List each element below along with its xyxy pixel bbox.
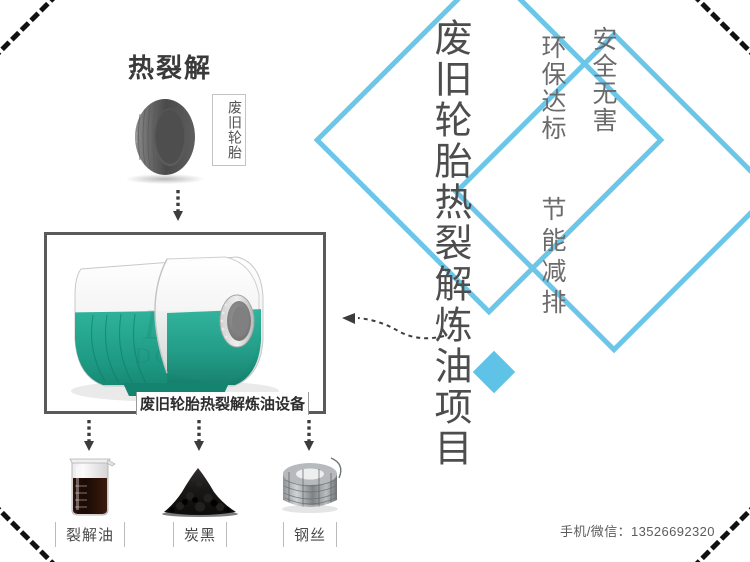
tire-shadow [126, 174, 204, 184]
diamond-solid-accent [472, 350, 516, 394]
input-label-waste-tire: 废旧轮胎 [212, 94, 246, 166]
output-item-steel-wire: 钢丝 [262, 452, 358, 547]
contact-phone: 手机/微信：13526692320 [560, 524, 715, 539]
output-label-carbon-black: 炭黑 [172, 522, 227, 547]
equipment-illustration-box: D DOING [44, 232, 326, 414]
dashed-down-arrow-icon [304, 420, 314, 451]
dashed-down-arrow-icon [84, 420, 94, 451]
slogan-safety: 安全无害 [589, 26, 617, 134]
tire-icon [120, 98, 210, 184]
dashed-down-arrow-icon [173, 190, 183, 221]
steel-wire-icon [262, 452, 358, 518]
page-title: 废旧轮胎热裂解炼油项目 [428, 18, 470, 469]
corner-dash-top-right [690, 0, 750, 61]
output-label-steel-wire: 钢丝 [282, 522, 337, 547]
beaker-image [69, 458, 116, 516]
beaker-of-oil-icon [42, 452, 138, 518]
pyrolysis-reactor-image: D DOING [71, 256, 279, 402]
slogan-energy-saving: 节能减排 [538, 196, 566, 320]
slogan-eco: 环保达标 [538, 34, 566, 142]
steel-wire-coil-image [282, 457, 342, 513]
carbon-black-pile-image [162, 468, 238, 517]
flow-heading: 热裂解 [128, 53, 213, 83]
carbon-black-icon [152, 452, 248, 518]
dashed-down-arrow-icon [194, 420, 204, 451]
output-item-carbon-black: 炭黑 [152, 452, 248, 547]
tire-image [135, 99, 195, 175]
output-item-pyrolysis-oil: 裂解油 [42, 452, 138, 547]
dashed-curved-left-arrow-icon [342, 313, 445, 340]
equipment-caption: 废旧轮胎热裂解炼油设备 [136, 392, 310, 415]
corner-dash-top-left [0, 0, 60, 61]
output-label-pyrolysis-oil: 裂解油 [54, 522, 125, 547]
